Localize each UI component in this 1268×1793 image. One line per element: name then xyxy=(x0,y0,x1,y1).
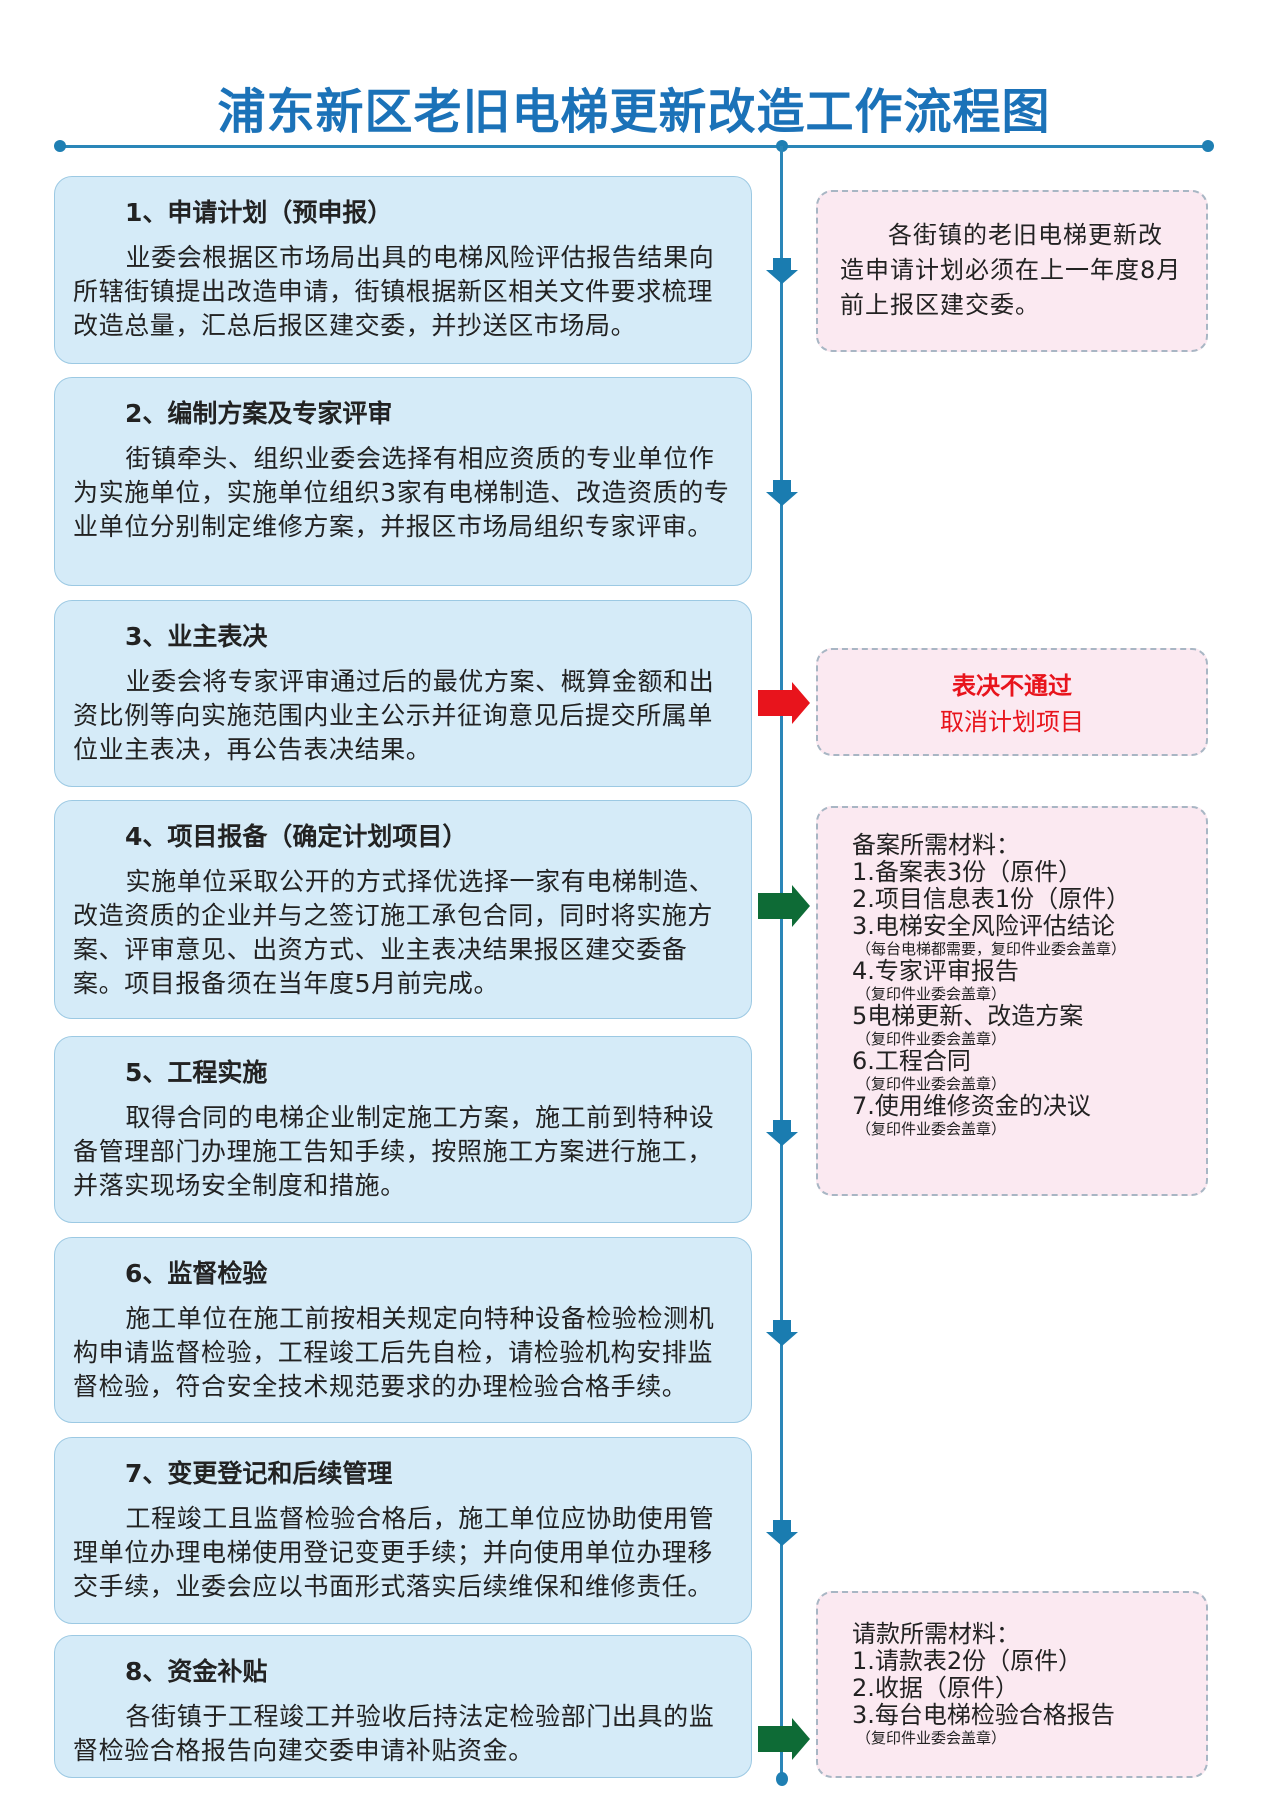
filing-item: 3.电梯安全风险评估结论 xyxy=(852,912,1115,940)
step-text: 业委会根据区市场局出具的电梯风险评估报告结果向所辖街镇提出改造申请，街镇根据新区… xyxy=(73,243,715,340)
timeline-top-line xyxy=(60,145,1208,148)
step-3: 3、业主表决 业委会将专家评审通过后的最优方案、概算金额和出资比例等向实施范围内… xyxy=(54,600,752,787)
payment-item: 3.每台电梯检验合格报告 xyxy=(852,1701,1115,1729)
timeline-dot xyxy=(776,1772,788,1786)
arrow-down-icon xyxy=(766,1120,798,1146)
filing-materials-note: 备案所需材料： 1.备案表3份（原件） 2.项目信息表1份（原件） 3.电梯安全… xyxy=(816,806,1208,1196)
step-8: 8、资金补贴 各街镇于工程竣工并验收后持法定检验部门出具的监督检验合格报告向建交… xyxy=(54,1635,752,1778)
filing-item: 1.备案表3份（原件） xyxy=(852,858,1083,886)
reject-text: 取消计划项目 xyxy=(940,708,1084,736)
timeline-dot xyxy=(1202,140,1214,152)
filing-item: 4.专家评审报告 xyxy=(852,957,1019,985)
filing-title: 备案所需材料： xyxy=(852,831,1020,859)
arrow-right-green-icon xyxy=(758,885,810,927)
step-heading: 3、业主表决 xyxy=(125,622,268,651)
filing-item-note: （复印件业委会盖章） xyxy=(856,1030,1007,1048)
payment-item: 2.收据（原件） xyxy=(852,1674,1019,1702)
filing-item-note: （每台电梯都需要，复印件业委会盖章） xyxy=(856,940,1127,958)
deadline-text: 各街镇的老旧电梯更新改造申请计划必须在上一年度8月前上报区建交委。 xyxy=(840,221,1182,319)
reject-title: 表决不通过 xyxy=(952,672,1072,700)
filing-item: 7.使用维修资金的决议 xyxy=(852,1092,1091,1120)
step-4: 4、项目报备（确定计划项目） 实施单位采取公开的方式择优选择一家有电梯制造、改造… xyxy=(54,800,752,1019)
filing-item: 5电梯更新、改造方案 xyxy=(852,1002,1084,1030)
filing-item-note: （复印件业委会盖章） xyxy=(856,985,1007,1003)
step-text: 工程竣工且监督检验合格后，施工单位应协助使用管理单位办理电梯使用登记变更手续；并… xyxy=(73,1504,715,1601)
arrow-down-icon xyxy=(766,1320,798,1346)
arrow-right-green-icon xyxy=(758,1718,810,1760)
arrow-down-icon xyxy=(766,258,798,284)
filing-item-note: （复印件业委会盖章） xyxy=(856,1075,1007,1093)
step-text: 街镇牵头、组织业委会选择有相应资质的专业单位作为实施单位，实施单位组织3家有电梯… xyxy=(73,444,730,541)
arrow-down-icon xyxy=(766,1520,798,1546)
step-heading: 8、资金补贴 xyxy=(125,1657,268,1686)
deadline-note: 各街镇的老旧电梯更新改造申请计划必须在上一年度8月前上报区建交委。 xyxy=(816,190,1208,352)
step-heading: 7、变更登记和后续管理 xyxy=(125,1459,393,1488)
step-1: 1、申请计划（预申报） 业委会根据区市场局出具的电梯风险评估报告结果向所辖街镇提… xyxy=(54,176,752,364)
step-text: 施工单位在施工前按相关规定向特种设备检验检测机构申请监督检验，工程竣工后先自检，… xyxy=(73,1304,715,1401)
filing-item-note: （复印件业委会盖章） xyxy=(856,1120,1007,1138)
reject-note: 表决不通过 取消计划项目 xyxy=(816,648,1208,756)
step-5: 5、工程实施 取得合同的电梯企业制定施工方案，施工前到特种设备管理部门办理施工告… xyxy=(54,1036,752,1223)
payment-title: 请款所需材料： xyxy=(852,1620,1020,1648)
step-text: 实施单位采取公开的方式择优选择一家有电梯制造、改造资质的企业并与之签订施工承包合… xyxy=(73,867,715,998)
step-2: 2、编制方案及专家评审 街镇牵头、组织业委会选择有相应资质的专业单位作为实施单位… xyxy=(54,377,752,586)
page-title: 浦东新区老旧电梯更新改造工作流程图 xyxy=(217,84,1051,140)
payment-item: 1.请款表2份（原件） xyxy=(852,1647,1083,1675)
step-text: 业委会将专家评审通过后的最优方案、概算金额和出资比例等向实施范围内业主公示并征询… xyxy=(73,667,715,764)
payment-materials-note: 请款所需材料： 1.请款表2份（原件） 2.收据（原件） 3.每台电梯检验合格报… xyxy=(816,1591,1208,1778)
filing-item: 2.项目信息表1份（原件） xyxy=(852,885,1131,913)
step-heading: 4、项目报备（确定计划项目） xyxy=(125,822,468,851)
step-6: 6、监督检验 施工单位在施工前按相关规定向特种设备检验检测机构申请监督检验，工程… xyxy=(54,1237,752,1423)
arrow-right-red-icon xyxy=(758,682,810,724)
step-heading: 5、工程实施 xyxy=(125,1058,268,1087)
filing-item: 6.工程合同 xyxy=(852,1047,971,1075)
step-7: 7、变更登记和后续管理 工程竣工且监督检验合格后，施工单位应协助使用管理单位办理… xyxy=(54,1437,752,1624)
step-heading: 1、申请计划（预申报） xyxy=(125,198,393,227)
step-heading: 2、编制方案及专家评审 xyxy=(125,399,393,428)
arrow-down-icon xyxy=(766,480,798,506)
step-text: 取得合同的电梯企业制定施工方案，施工前到特种设备管理部门办理施工告知手续，按照施… xyxy=(73,1103,715,1200)
step-heading: 6、监督检验 xyxy=(125,1259,268,1288)
timeline-vertical-line xyxy=(780,146,783,1778)
timeline-dot xyxy=(54,140,66,152)
step-text: 各街镇于工程竣工并验收后持法定检验部门出具的监督检验合格报告向建交委申请补贴资金… xyxy=(73,1702,715,1765)
payment-item-note: （复印件业委会盖章） xyxy=(856,1729,1007,1747)
